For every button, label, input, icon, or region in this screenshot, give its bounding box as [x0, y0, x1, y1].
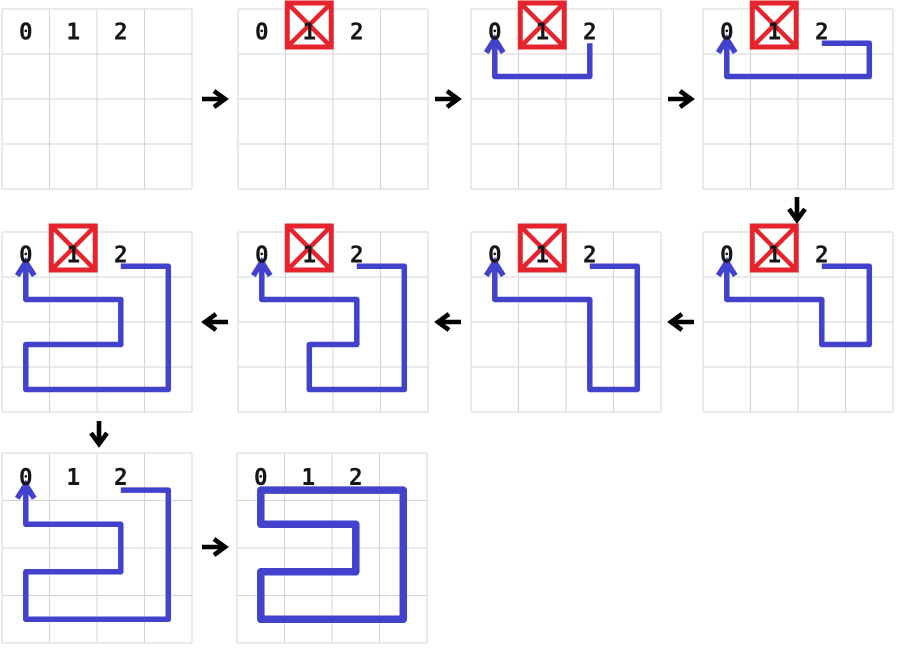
grid-panel-7: 0 1 2 — [470, 223, 662, 413]
grid-lines — [470, 8, 662, 190]
crossed-cell-icon — [749, 0, 799, 50]
grid-panel-1: 0 1 2 — [1, 8, 193, 190]
grid-panel-3: 0 1 2 — [470, 0, 662, 190]
grid-panel-4: 0 1 2 — [702, 0, 894, 190]
solution-path — [257, 486, 408, 624]
cell-label-1: 1 — [767, 243, 781, 269]
flow-arrow-left-icon — [667, 312, 694, 332]
cell-label-0: 0 — [720, 20, 734, 46]
cell-label-0: 0 — [19, 465, 33, 491]
flow-arrow-left-icon — [201, 312, 228, 332]
crossed-cell-icon — [749, 223, 799, 273]
cell-label-1: 1 — [66, 243, 80, 269]
cell-label-0: 0 — [19, 243, 33, 269]
solution-path — [23, 262, 172, 393]
crossed-cell-icon — [517, 223, 567, 273]
cell-label-1: 1 — [535, 20, 549, 46]
cell-label-1: 1 — [301, 465, 315, 491]
cell-label-2: 2 — [583, 243, 597, 269]
flow-arrow-down-icon — [787, 197, 807, 224]
path-arrowhead-icon — [14, 256, 37, 278]
grid-panel-6: 0 1 2 — [237, 223, 429, 413]
cell-label-2: 2 — [114, 243, 128, 269]
solution-path — [492, 262, 641, 393]
path-arrowhead-icon — [14, 479, 37, 500]
cell-label-0: 0 — [255, 20, 269, 46]
cell-label-1: 1 — [302, 243, 316, 269]
cell-label-0: 0 — [720, 243, 734, 269]
crossed-cell-icon — [284, 0, 334, 50]
crossed-cell-icon — [48, 223, 98, 273]
grid-panel-10: 0 1 2 — [236, 452, 428, 644]
cell-label-2: 2 — [815, 20, 829, 46]
crossed-cell-icon — [284, 223, 334, 273]
cell-label-2: 2 — [114, 20, 128, 46]
grid-lines — [1, 8, 193, 190]
solution-path — [259, 262, 408, 393]
cell-label-2: 2 — [350, 20, 364, 46]
cell-label-2: 2 — [815, 243, 829, 269]
flow-arrow-down-icon — [89, 421, 109, 448]
path-arrowhead-icon — [483, 256, 506, 278]
crossed-cell-icon — [517, 0, 567, 50]
grid-lines — [470, 231, 662, 413]
grid-panel-5: 0 1 2 — [1, 223, 193, 413]
cell-label-0: 0 — [255, 243, 269, 269]
path-arrowhead-icon — [483, 33, 506, 55]
cell-label-2: 2 — [583, 20, 597, 46]
cell-label-0: 0 — [254, 465, 268, 491]
solution-path — [724, 39, 873, 80]
cell-label-2: 2 — [350, 243, 364, 269]
grid-panel-8: 0 1 2 — [702, 223, 894, 413]
flow-arrow-right-icon — [202, 89, 229, 109]
path-arrowhead-icon — [715, 33, 738, 55]
cell-label-0: 0 — [488, 243, 502, 269]
solution-path — [724, 262, 873, 348]
flow-arrow-right-icon — [202, 537, 229, 557]
cell-label-2: 2 — [349, 465, 363, 491]
cell-label-1: 1 — [535, 243, 549, 269]
grid-lines — [1, 452, 193, 644]
cell-label-0: 0 — [19, 20, 33, 46]
grid-panel-9: 0 1 2 — [1, 452, 193, 644]
flow-arrow-left-icon — [434, 312, 461, 332]
path-arrowhead-icon — [715, 256, 738, 278]
cell-label-1: 1 — [302, 20, 316, 46]
solution-path — [23, 484, 172, 623]
cell-label-2: 2 — [114, 465, 128, 491]
cell-label-1: 1 — [66, 465, 80, 491]
grid-panel-2: 0 1 2 — [237, 0, 429, 190]
cell-label-0: 0 — [488, 20, 502, 46]
path-arrowhead-icon — [250, 256, 273, 278]
flow-arrow-right-icon — [668, 89, 695, 109]
grid-lines — [236, 452, 428, 644]
cell-label-1: 1 — [66, 20, 80, 46]
solution-path — [492, 39, 593, 80]
flow-arrow-right-icon — [435, 89, 462, 109]
cell-label-1: 1 — [767, 20, 781, 46]
